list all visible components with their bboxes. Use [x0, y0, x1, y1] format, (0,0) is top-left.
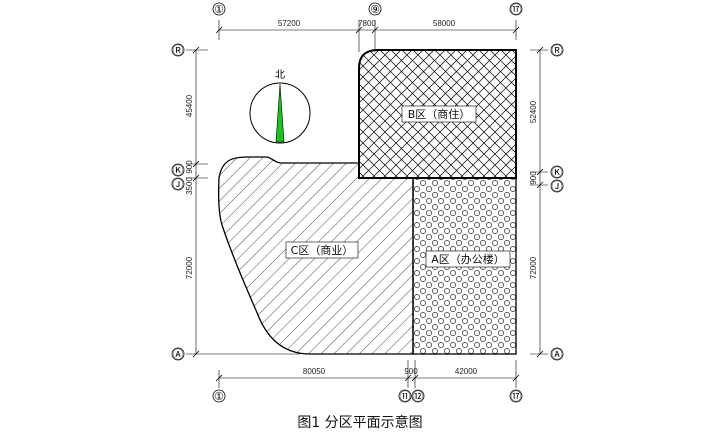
- axis-markers: ① ⑨ ⑰ ① ⑪ ⑫ ⑰ Ⓡ Ⓚ Ⓙ Ⓐ Ⓡ Ⓚ Ⓙ Ⓐ: [171, 2, 564, 403]
- dim-bottom-2: 900: [404, 367, 418, 376]
- axis-left-a: Ⓐ: [173, 348, 184, 361]
- dim-top-3: 58000: [433, 19, 456, 28]
- axis-right-r: Ⓡ: [552, 44, 563, 57]
- zone-c-label-group: C区（商业）: [285, 241, 359, 259]
- zone-b-label: B区（商住）: [408, 107, 471, 121]
- zone-a-label: A区（办公楼）: [431, 252, 505, 266]
- dim-left-2: 900: [185, 160, 194, 174]
- axis-top-17: ⑰: [511, 3, 522, 16]
- zone-c-label: C区（商业）: [291, 243, 354, 257]
- axis-right-a: Ⓐ: [552, 348, 563, 361]
- dim-bottom-1: 80050: [303, 367, 326, 376]
- dimension-ticks: [192, 26, 544, 382]
- zone-a-label-group: A区（办公楼）: [425, 250, 511, 268]
- dim-right-3: 72000: [529, 256, 538, 279]
- dim-right-1: 52400: [529, 100, 538, 123]
- north-label: 北: [275, 69, 285, 81]
- figure-caption: 图1 分区平面示意图: [297, 415, 423, 431]
- dim-right-2: 900: [529, 171, 538, 185]
- axis-bottom-1: ①: [214, 391, 224, 403]
- dim-top-2: 7800: [358, 19, 376, 28]
- dim-left-3: 3500: [185, 177, 194, 195]
- axis-bottom-12: ⑫: [413, 390, 424, 403]
- axis-top-1: ①: [214, 4, 224, 16]
- dimension-labels: 57200 7800 58000 80050 900 42000 45400 9…: [185, 19, 538, 376]
- axis-bottom-11: ⑪: [400, 390, 411, 403]
- axis-right-j: Ⓙ: [552, 180, 563, 193]
- grid-lines: [186, 20, 548, 388]
- axis-top-9: ⑨: [370, 4, 380, 16]
- dim-left-4: 72000: [185, 256, 194, 279]
- dim-left-1: 45400: [185, 94, 194, 117]
- axis-bottom-17: ⑰: [511, 390, 522, 403]
- axis-left-r: Ⓡ: [173, 44, 184, 57]
- zone-b-label-group: B区（商住）: [401, 105, 477, 123]
- north-arrow: 北: [249, 69, 311, 144]
- axis-right-k: Ⓚ: [552, 166, 563, 179]
- north-arrow-icon: [275, 83, 285, 143]
- dim-top-1: 57200: [278, 19, 301, 28]
- dim-bottom-3: 42000: [455, 367, 478, 376]
- axis-left-j: Ⓙ: [173, 178, 184, 191]
- axis-left-k: Ⓚ: [173, 164, 184, 177]
